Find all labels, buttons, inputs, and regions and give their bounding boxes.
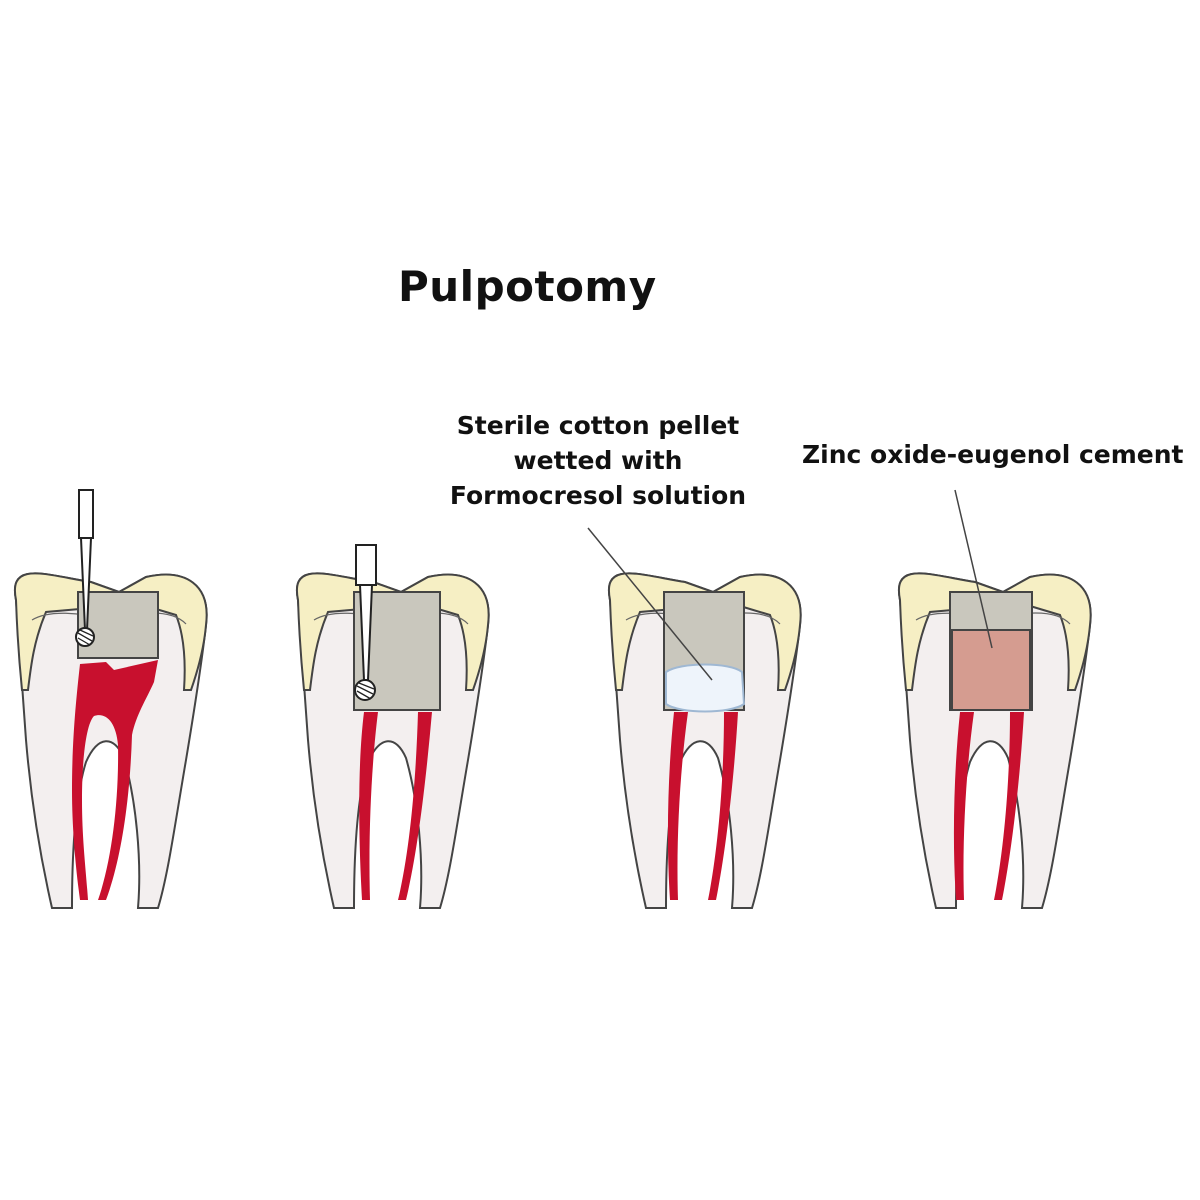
cotton-label-line-3: Formocresol solution <box>449 481 747 510</box>
tooth-step-2 <box>295 544 490 909</box>
pulp-canals <box>953 712 1024 900</box>
cotton-label-line-2: wetted with <box>513 446 683 475</box>
cavity-prep <box>77 591 159 659</box>
zoe-leader-line <box>954 489 993 649</box>
page-title: Pulpotomy <box>398 262 657 311</box>
zoe-cement-label: Zinc oxide-eugenol cement <box>802 440 1184 469</box>
cotton-pellet-label: Sterile cotton pellet wetted with Formoc… <box>448 408 748 513</box>
dental-bur-icon <box>75 489 95 647</box>
pulp-canals <box>359 712 432 900</box>
pulp-tissue <box>72 660 158 900</box>
pulp-canals <box>667 712 738 900</box>
tooth-step-1 <box>13 489 208 909</box>
tooth-step-4 <box>897 572 1092 909</box>
cotton-leader-line <box>587 527 713 681</box>
dental-bur-icon <box>354 544 377 701</box>
cotton-label-line-1: Sterile cotton pellet <box>456 411 740 440</box>
cotton-pellet <box>665 663 746 713</box>
tooth-step-3 <box>607 572 802 909</box>
